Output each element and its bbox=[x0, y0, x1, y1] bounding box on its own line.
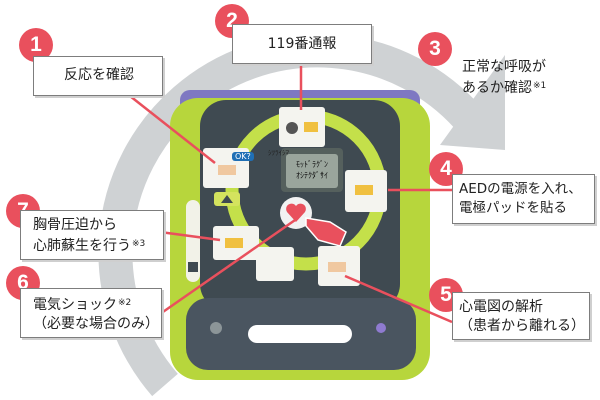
step-3-number: 3 bbox=[418, 32, 452, 66]
step-1-text: 反応を確認 bbox=[64, 67, 134, 83]
lcd-screen: ﾓｯﾄﾞﾗｸﾞﾝ ｵｼﾃｸﾀﾞｻｲ bbox=[286, 154, 338, 188]
lcd-line-1: ﾓｯﾄﾞﾗｸﾞﾝ bbox=[296, 160, 328, 169]
lcd-header: ｼﾂﾗｲｼﾏ bbox=[268, 149, 289, 157]
step-5-label: 心電図の解析 （患者から離れる） bbox=[452, 292, 590, 340]
step-7-label: 胸骨圧迫から 心肺蘇生を行う※3 bbox=[20, 210, 164, 260]
ok-badge: OK? bbox=[232, 152, 254, 161]
step-4-label: AEDの電源を入れ、 電極パッドを貼る bbox=[452, 174, 595, 224]
step-2-text: 119番通報 bbox=[267, 36, 337, 52]
lcd-line-2: ｵｼﾃｸﾀﾞｻｲ bbox=[296, 171, 328, 180]
step-6-line-2: （必要な場合のみ） bbox=[33, 316, 159, 332]
step-5-line-2: （患者から離れる） bbox=[459, 318, 585, 334]
step-3-label: 正常な呼吸が あるか確認※1 bbox=[462, 58, 546, 98]
step-3-line-2: あるか確認 bbox=[462, 80, 532, 96]
step-6-note: ※2 bbox=[118, 298, 132, 308]
step-3-note: ※1 bbox=[533, 81, 547, 91]
connector-lines bbox=[129, 64, 453, 324]
step-2-label: 119番通報 bbox=[232, 24, 372, 64]
step-5-line-1: 心電図の解析 bbox=[459, 299, 543, 315]
step-6-label: 電気ショック※2 （必要な場合のみ） bbox=[20, 288, 162, 338]
step-3-line-1: 正常な呼吸が bbox=[462, 59, 546, 75]
step-6-line-1: 電気ショック bbox=[33, 297, 117, 313]
step-7-note: ※3 bbox=[132, 239, 146, 249]
step-7-line-2: 心肺蘇生を行う bbox=[33, 238, 131, 254]
step-7-line-1: 胸骨圧迫から bbox=[33, 217, 117, 233]
step-1-label: 反応を確認 bbox=[33, 56, 163, 96]
step-4-line-1: AEDの電源を入れ、 bbox=[459, 181, 582, 197]
step-4-line-2: 電極パッドを貼る bbox=[459, 200, 567, 216]
